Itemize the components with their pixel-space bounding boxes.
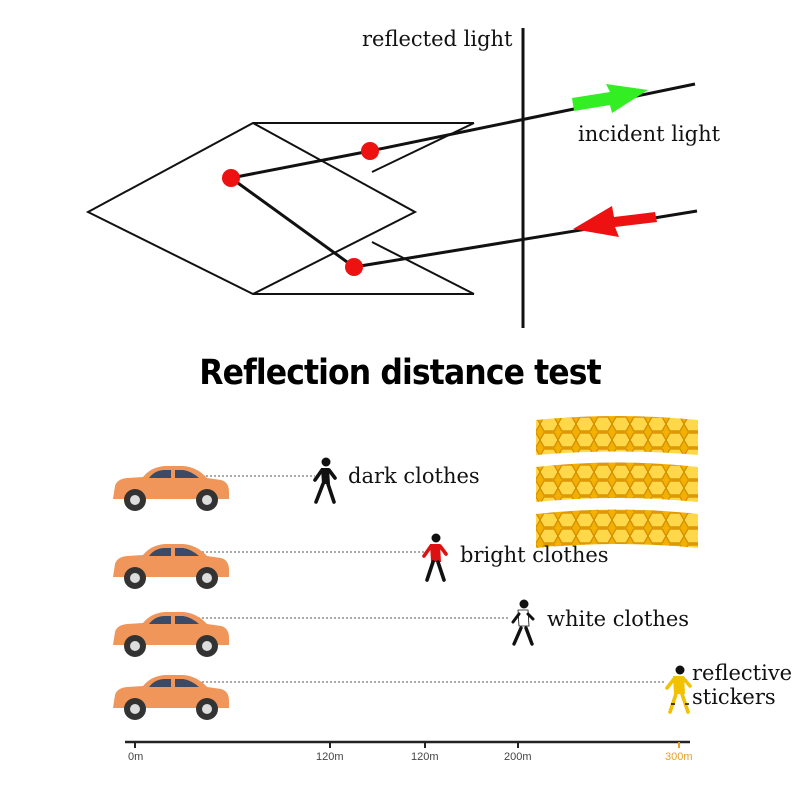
prism-edge-top-return [371, 122, 475, 173]
page-title: Reflection distance test [199, 353, 601, 393]
axis-tick-label: 0m [128, 751, 144, 763]
car-icon [113, 466, 229, 511]
reflection-point-2 [222, 169, 240, 187]
row-label-dark-clothes: dark clothes [348, 464, 480, 488]
row-label-stickers: stickers [692, 685, 776, 709]
reflection-point-1 [361, 142, 379, 160]
axis-tick-label-highlight: 300m [665, 751, 693, 763]
row-label-bright-clothes: bright clothes [460, 543, 609, 567]
reflection-point-3 [345, 258, 363, 276]
pedestrian-bright-icon [422, 533, 448, 582]
pedestrian-reflective-icon [665, 665, 692, 714]
inner-ray-2 [230, 176, 355, 269]
incident-ray [369, 82, 696, 153]
prism-edge-bottom-return [371, 241, 475, 295]
prism-outline [85, 121, 418, 296]
axis-tick-label: 200m [504, 751, 532, 763]
row-label-reflective: reflective [692, 661, 793, 685]
sticker-strip-2 [536, 462, 698, 502]
axis-tick-label: 120m [411, 751, 439, 763]
row-label-white-clothes: white clothes [547, 607, 690, 631]
reflective-sticker-sample [536, 416, 698, 548]
distance-axis [125, 740, 690, 748]
incident-light-label: incident light [578, 122, 721, 146]
incident-arrow [572, 84, 648, 113]
inner-ray-1 [230, 149, 371, 180]
car-icon [113, 675, 229, 720]
axis-tick-label: 120m [316, 751, 344, 763]
reflected-light-label: reflected light [362, 27, 513, 51]
sticker-strip-3 [536, 509, 698, 548]
car-icon [113, 544, 229, 589]
pedestrian-dark-icon [313, 457, 337, 504]
reflected-arrow [573, 206, 657, 237]
pedestrian-white-icon [511, 599, 535, 646]
reflection-diagram [85, 28, 698, 328]
car-icon [113, 612, 229, 657]
sticker-strip-1 [536, 416, 698, 455]
